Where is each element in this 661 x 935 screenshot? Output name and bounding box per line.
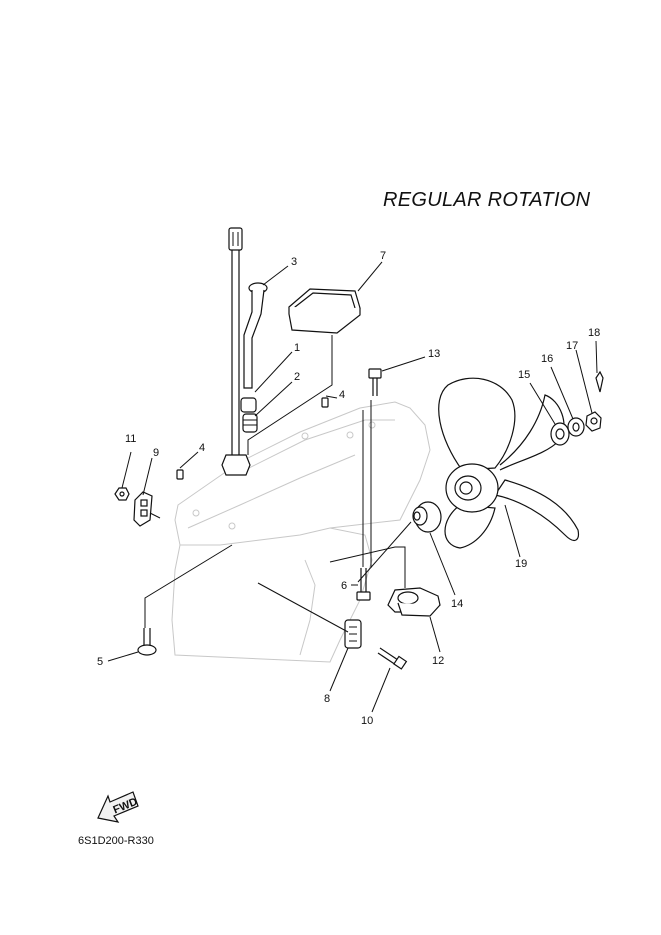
lower-casing-outline [171, 401, 431, 663]
callout-14: 14 [451, 598, 463, 610]
fwd-arrow-icon: FWD [97, 791, 139, 823]
grommet-1 [240, 397, 257, 413]
grommet-2 [242, 413, 258, 433]
dowel-pin-left [176, 469, 184, 480]
anode-9 [133, 491, 153, 527]
anode-8 [344, 619, 362, 649]
gasket [288, 288, 361, 334]
callout-4a: 4 [339, 389, 345, 401]
bolt-5 [137, 628, 157, 656]
diagram-code: 6S1D200-R330 [78, 835, 154, 847]
leader-lines [107, 261, 598, 713]
callout-2: 2 [294, 371, 300, 383]
water-tube [243, 282, 268, 389]
trim-tab-12 [387, 587, 441, 617]
callout-8: 8 [324, 693, 330, 705]
cotter-pin-18 [595, 370, 604, 393]
callout-9: 9 [153, 447, 159, 459]
callout-16: 16 [541, 353, 553, 365]
nut-11 [114, 487, 130, 501]
callout-17: 17 [566, 340, 578, 352]
callout-3: 3 [291, 256, 297, 268]
callout-15: 15 [518, 369, 530, 381]
callout-10: 10 [361, 715, 373, 727]
bolt-6 [356, 568, 371, 601]
diagram-title: REGULAR ROTATION [383, 189, 591, 211]
dowel-pin-upper [321, 397, 329, 408]
propeller-19 [438, 377, 580, 549]
rubber-14 [412, 501, 442, 533]
nut-17 [585, 411, 602, 432]
callout-11: 11 [125, 433, 136, 445]
shift-rod [221, 227, 251, 476]
washer-16 [567, 417, 585, 437]
bolt-10 [377, 647, 408, 670]
callout-1: 1 [294, 342, 300, 354]
callout-6: 6 [341, 580, 347, 592]
callout-19: 19 [515, 558, 527, 570]
callout-5: 5 [97, 656, 103, 668]
callout-4b: 4 [199, 442, 205, 454]
bolt-13 [368, 368, 382, 396]
spacer-15 [550, 422, 570, 446]
callout-18: 18 [588, 327, 600, 339]
callout-7: 7 [380, 250, 386, 262]
callout-13: 13 [428, 348, 440, 360]
callout-numbers: 1 2 3 4 4 5 6 7 8 9 10 11 12 13 14 15 16… [97, 250, 600, 727]
callout-12: 12 [432, 655, 444, 667]
